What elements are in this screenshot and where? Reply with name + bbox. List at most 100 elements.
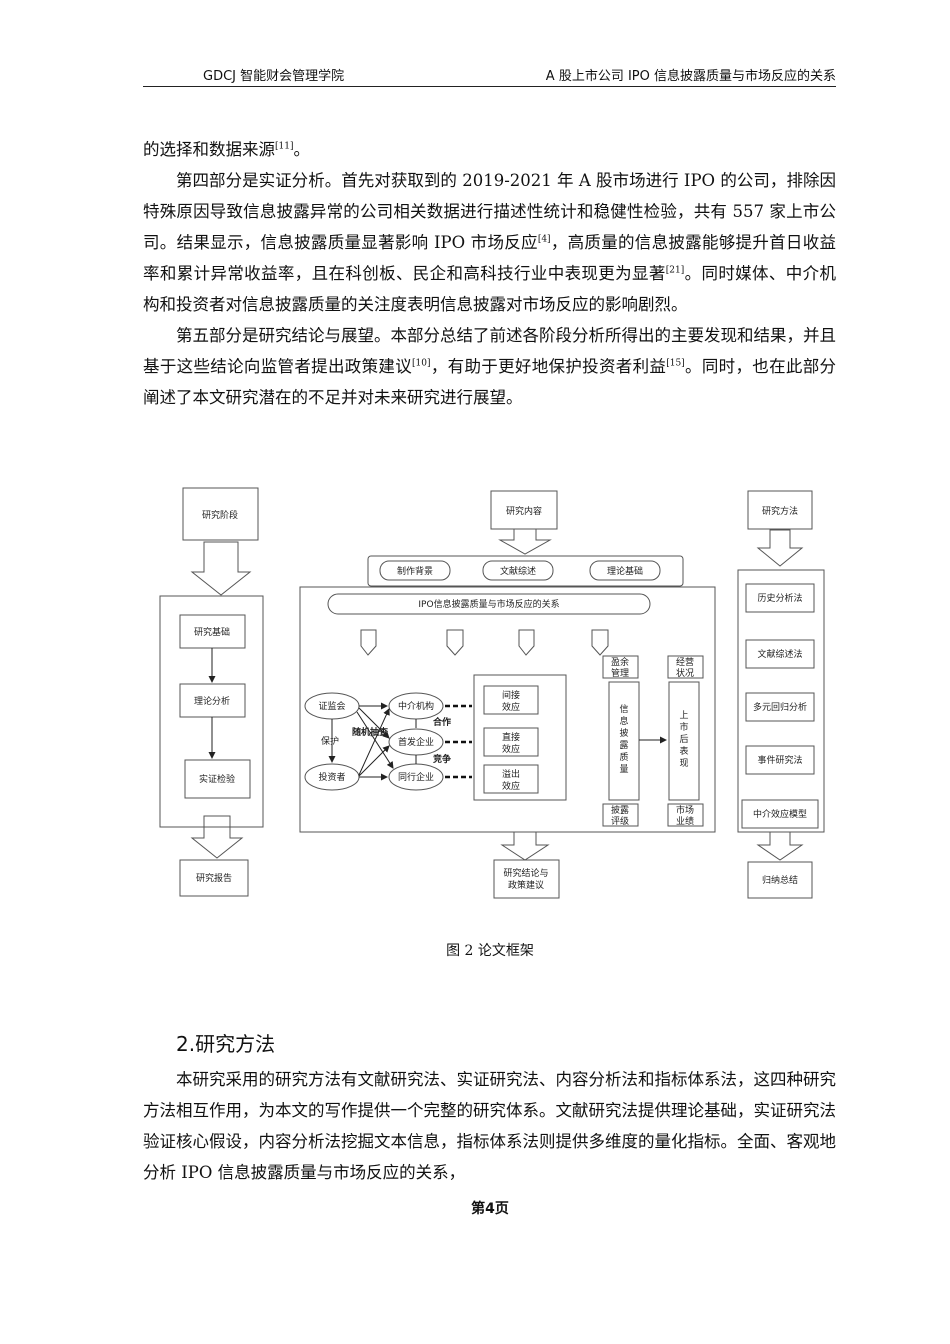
chevron-down-icon <box>360 629 377 656</box>
top-body-text: 的选择和数据来源[11]。 第四部分是实证分析。首先对获取到的 2019-202… <box>143 134 836 413</box>
effect-label: 效应 <box>502 701 520 713</box>
content-bottom-label: 研究结论与 <box>503 867 548 879</box>
tag-box <box>667 803 704 827</box>
chevron-down-icon <box>446 629 464 656</box>
method-item-box <box>745 639 815 669</box>
quality-char: 质 <box>619 751 628 763</box>
method-title: 研究方法 <box>762 505 798 517</box>
effect-label: 效应 <box>502 780 520 792</box>
pill <box>589 560 661 581</box>
effect-label: 效应 <box>502 743 520 755</box>
effect-box <box>483 727 539 757</box>
pill-label: 文献综述 <box>500 565 536 577</box>
stage-item-box <box>184 759 251 799</box>
effect-box <box>483 685 539 715</box>
page-number: 第4页 <box>471 1201 509 1217</box>
citation: [21] <box>665 265 685 276</box>
content-bottom-box <box>493 859 560 899</box>
issuer-label: 首发企业 <box>398 736 434 748</box>
tag-label: 披露 <box>611 804 629 816</box>
citation: [4] <box>537 234 551 245</box>
paragraph-methods: 本研究采用的研究方法有文献研究法、实证研究法、内容分析法和指标体系法，这四种研究… <box>143 1070 836 1182</box>
banner-label: IPO信息披露质量与市场反应的关系 <box>418 598 559 610</box>
tag-label: 状况 <box>676 667 694 679</box>
quality-char: 信 <box>619 703 628 715</box>
tag-label: 盈余 <box>611 656 629 668</box>
content-frame <box>299 586 716 833</box>
stage-title: 研究阶段 <box>202 509 238 521</box>
stage-bottom: 研究报告 <box>196 872 232 884</box>
citation: [11] <box>275 141 294 152</box>
performance-char: 上 <box>679 710 688 721</box>
method-item: 文献综述法 <box>757 648 802 660</box>
pill <box>482 560 554 581</box>
method-item-box <box>745 745 815 775</box>
down-arrow-icon <box>498 528 552 555</box>
effect-label: 溢出 <box>502 768 520 780</box>
page-header: GDCJ 智能财会管理学院 A 股上市公司 IPO 信息披露质量与市场反应的关系 <box>143 62 836 87</box>
stage-frame <box>159 595 264 828</box>
performance-char: 后 <box>679 734 688 745</box>
paragraph-part5: 第五部分是研究结论与展望。本部分总结了前述各阶段分析所得出的主要发现和结果，并且… <box>143 326 837 407</box>
method-item: 事件研究法 <box>757 754 802 766</box>
header-right: A 股上市公司 IPO 信息披露质量与市场反应的关系 <box>545 69 836 84</box>
pill-label: 制作背景 <box>397 565 433 577</box>
tag-label: 市场 <box>676 804 694 816</box>
stage-bottom-box <box>179 859 249 897</box>
quality-box <box>608 681 640 801</box>
citation: [15] <box>666 358 685 369</box>
method-item: 历史分析法 <box>757 592 802 604</box>
method-item: 中介效应模型 <box>753 808 807 820</box>
performance-box <box>668 681 700 801</box>
figure-caption: 图 2 论文框架 <box>446 943 534 959</box>
quality-char: 量 <box>619 764 628 775</box>
effect-box <box>483 764 539 794</box>
tag-box <box>602 803 639 827</box>
down-arrow-icon <box>190 815 244 859</box>
header-left: GDCJ 智能财会管理学院 <box>203 69 345 84</box>
stage-item: 研究基础 <box>194 626 230 638</box>
stage-title-box <box>182 487 259 541</box>
paragraph-part4: 第四部分是实证分析。首先对获取到的 2019-2021 年 A 股市场进行 IP… <box>143 171 837 314</box>
intermediary-label: 中介机构 <box>398 700 434 712</box>
down-arrow-icon <box>756 529 804 567</box>
compete-label: 竞争 <box>432 753 451 765</box>
effect-label: 直接 <box>502 731 520 743</box>
tag-label: 评级 <box>611 815 629 827</box>
down-arrow-icon <box>756 831 804 861</box>
section-heading: 2.研究方法 <box>176 1032 276 1056</box>
method-title-box <box>747 490 813 530</box>
stage-item: 理论分析 <box>194 695 230 707</box>
pill-container <box>367 555 684 587</box>
method-item-box <box>745 692 815 722</box>
method-bottom-box <box>747 861 813 899</box>
tag-label: 经营 <box>676 656 694 668</box>
method-item-box <box>745 583 815 613</box>
quality-char: 露 <box>619 740 628 751</box>
method-item-box <box>741 799 819 829</box>
method-frame <box>737 569 825 833</box>
performance-char: 市 <box>679 721 688 733</box>
pill <box>379 560 451 581</box>
effects-frame <box>473 674 567 801</box>
performance-char: 表 <box>679 745 688 757</box>
effect-label: 间接 <box>502 689 520 701</box>
protect-label: 保护 <box>321 735 339 747</box>
peer-label: 同行企业 <box>398 771 434 783</box>
chevron-down-icon <box>518 629 535 656</box>
tag-box <box>667 655 704 679</box>
performance-char: 现 <box>679 758 688 769</box>
stage-item: 实证检验 <box>199 773 235 785</box>
regulator-label: 证监会 <box>318 700 345 712</box>
citation: [10] <box>412 358 431 369</box>
method-bottom: 归纳总结 <box>762 874 798 886</box>
down-arrow-icon <box>500 831 550 861</box>
tag-box <box>602 655 639 679</box>
tag-label: 业绩 <box>676 815 694 827</box>
down-arrow-icon <box>190 541 252 596</box>
continued-line: 的选择和数据来源[11]。 <box>143 140 310 159</box>
bottom-body-text: 本研究采用的研究方法有文献研究法、实证研究法、内容分析法和指标体系法，这四种研究… <box>143 1064 836 1188</box>
method-item: 多元回归分析 <box>753 701 807 713</box>
pill-label: 理论基础 <box>607 565 643 577</box>
